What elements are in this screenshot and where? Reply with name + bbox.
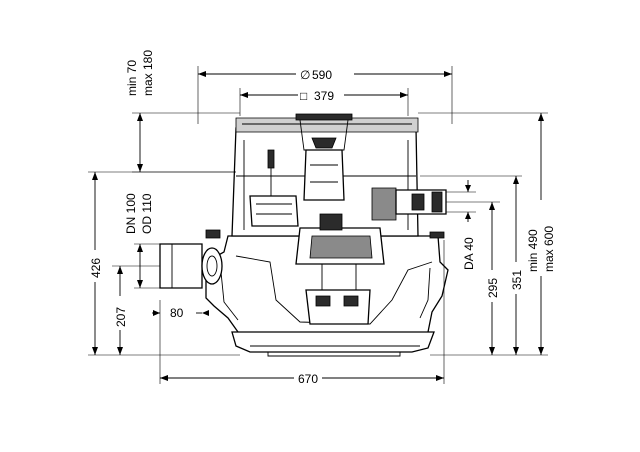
dimension-labels: ∅ 590 □ 379 min 70 max 180 DN 100 OD 110… bbox=[89, 50, 556, 386]
label-426: 426 bbox=[89, 258, 103, 278]
label-dn-100: DN 100 bbox=[124, 193, 138, 234]
label-min-70: min 70 bbox=[125, 60, 139, 96]
label-min-490: min 490 bbox=[526, 229, 540, 272]
label-diameter-symbol: ∅ bbox=[300, 68, 310, 82]
label-max-180: max 180 bbox=[141, 50, 155, 96]
label-square-379: 379 bbox=[314, 89, 334, 103]
label-od-110: OD 110 bbox=[140, 193, 154, 234]
label-square-symbol: □ bbox=[300, 89, 307, 103]
label-max-600: max 600 bbox=[542, 226, 556, 272]
label-80: 80 bbox=[170, 306, 184, 320]
label-670: 670 bbox=[298, 372, 318, 386]
label-295: 295 bbox=[486, 278, 500, 298]
lifting-station-body bbox=[159, 113, 449, 357]
label-207: 207 bbox=[114, 307, 128, 327]
label-diameter-590: 590 bbox=[312, 68, 332, 82]
dimension-lines bbox=[88, 66, 548, 384]
label-351: 351 bbox=[510, 270, 524, 290]
label-da-40: DA 40 bbox=[462, 237, 476, 270]
